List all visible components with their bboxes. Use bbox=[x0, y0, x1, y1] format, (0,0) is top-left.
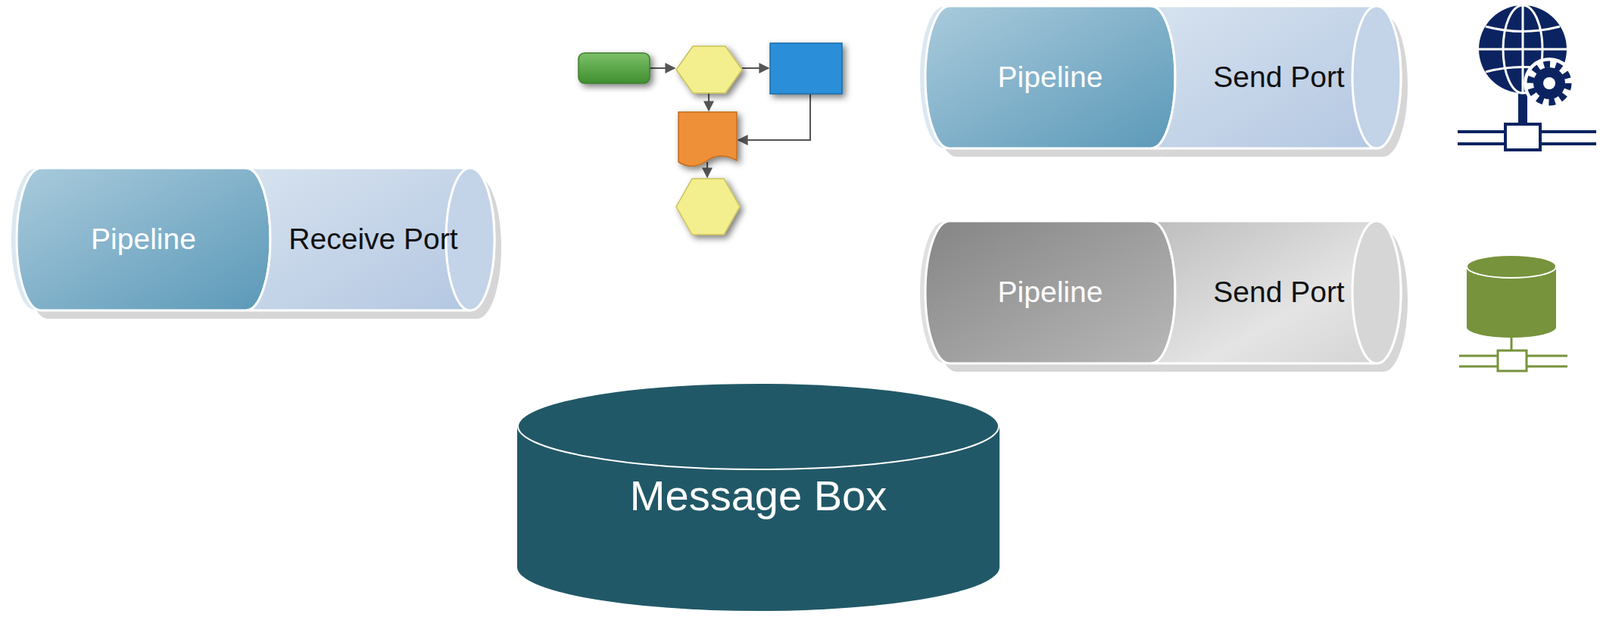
flow-arrow bbox=[649, 67, 675, 69]
gear-ground bbox=[1523, 57, 1576, 110]
pipeline-segment: Pipeline bbox=[925, 221, 1176, 364]
pipeline-segment: Pipeline bbox=[16, 168, 271, 311]
text-holder: Send Port bbox=[1150, 221, 1401, 364]
globe-equator bbox=[1478, 48, 1567, 51]
network-box bbox=[1505, 124, 1541, 150]
gear-hole bbox=[1543, 77, 1556, 90]
segment-end-cap bbox=[1352, 6, 1401, 149]
segment-body bbox=[925, 221, 1176, 364]
globe-grid bbox=[1478, 5, 1567, 94]
segment-label: Pipeline bbox=[90, 221, 197, 258]
flow-arrow bbox=[742, 67, 769, 69]
flow-arrow bbox=[707, 93, 710, 111]
segment-body bbox=[1150, 221, 1401, 364]
flow-arrow bbox=[706, 162, 708, 178]
segment-body bbox=[925, 6, 1176, 149]
segment-label: Pipeline bbox=[998, 59, 1104, 96]
hexagon-shape bbox=[676, 46, 743, 94]
flow-arrow bbox=[738, 93, 811, 141]
globe bbox=[1478, 5, 1567, 94]
text-holder: Send Port bbox=[1150, 6, 1401, 149]
database-bottom bbox=[1466, 316, 1557, 338]
gear-teeth bbox=[1530, 64, 1569, 103]
icon-stem bbox=[1518, 90, 1528, 128]
text-holder: Receive Port bbox=[246, 168, 495, 311]
text-holder: Pipeline bbox=[16, 168, 271, 311]
segment-body bbox=[246, 168, 495, 311]
store-label: Message Box bbox=[630, 470, 887, 521]
process-shape bbox=[770, 43, 843, 94]
text-holder: Message Box bbox=[517, 382, 1000, 612]
hexagon-shape bbox=[676, 178, 740, 235]
send-port-segment: Send Port bbox=[1150, 6, 1401, 149]
receive-port-segment: Receive Port bbox=[246, 168, 495, 311]
segment-label: Send Port bbox=[1213, 274, 1345, 311]
globe-latitude bbox=[1485, 26, 1560, 32]
text-holder: Pipeline bbox=[925, 6, 1176, 149]
segment-label: Pipeline bbox=[998, 274, 1104, 311]
orchestration-icon bbox=[578, 43, 843, 235]
segment-label: Receive Port bbox=[288, 221, 458, 258]
segment-end-cap bbox=[1352, 221, 1401, 364]
segment-body bbox=[16, 168, 271, 311]
segment-label: Send Port bbox=[1213, 59, 1345, 96]
network-box bbox=[1497, 350, 1527, 372]
text-holder: Pipeline bbox=[925, 221, 1176, 364]
start-shape bbox=[578, 53, 650, 84]
message-box-cylinder: Message Box bbox=[517, 382, 1000, 612]
gear-body bbox=[1533, 67, 1566, 100]
segment-body bbox=[1150, 6, 1401, 149]
pipeline-segment: Pipeline bbox=[925, 6, 1176, 149]
web-service-icon bbox=[1457, 5, 1597, 150]
database-icon bbox=[1459, 255, 1568, 372]
document-shape bbox=[678, 112, 737, 167]
send-port-segment: Send Port bbox=[1150, 221, 1401, 364]
cylinder-top bbox=[517, 383, 999, 470]
database-top bbox=[1466, 255, 1557, 278]
